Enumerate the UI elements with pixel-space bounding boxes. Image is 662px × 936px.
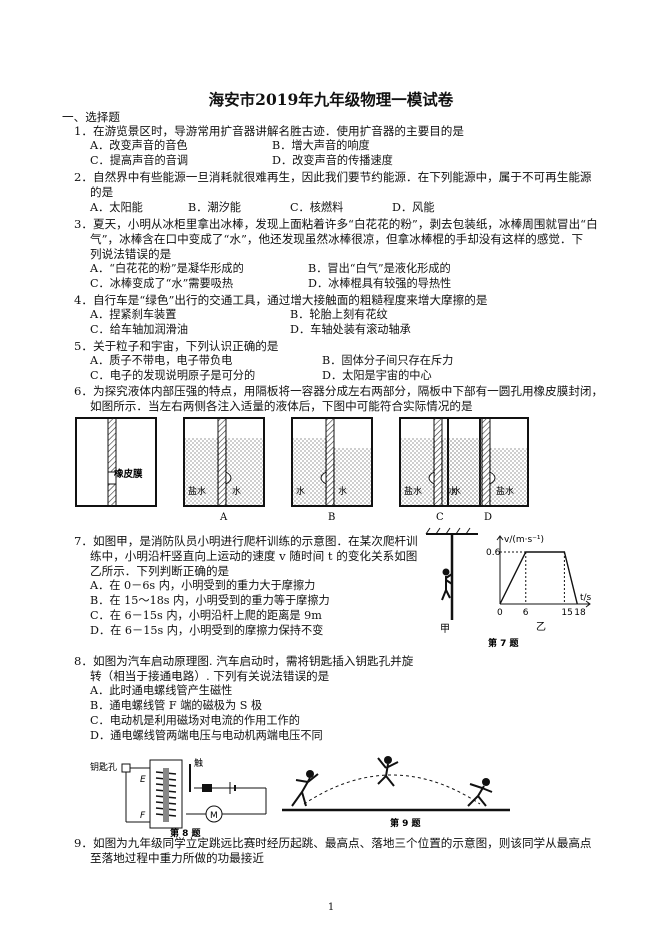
q8-stem-1: 8．如图为汽车启动原理图. 汽车启动时，需将钥匙插入钥匙孔并旋	[74, 654, 414, 668]
q1-option-a: A．改变声音的音色	[90, 139, 188, 152]
x-tick-15: 15	[561, 608, 572, 618]
section-heading: 一、选择题	[62, 110, 120, 124]
q8-option-b: B．通电螺线管 F 端的磁极为 S 极	[90, 699, 263, 712]
q8-circuit-figure: 钥匙孔 E F 触 M 第 8 题	[90, 757, 267, 839]
q6-figure: 橡皮膜 盐水 水 A 水 水 B 盐水 水 C	[75, 417, 529, 523]
q7-caption: 第 7 题	[488, 637, 520, 649]
q8-caption: 第 8 题	[170, 827, 202, 839]
q3-option-d: D．冰棒棍具有较强的导热性	[308, 277, 452, 290]
q2-stem-1: 2．自然界中有些能源一旦消耗就很难再生，因此我们要节约能源．在下列能源中，属于不…	[74, 170, 592, 184]
q8-option-c: C．电动机是利用磁场对电流的作用工作的	[90, 714, 300, 727]
q5-option-b: B．固体分子间只存在斥力	[322, 354, 454, 367]
page-number: 1	[327, 902, 335, 913]
q8-option-a: A．此时通电螺线管产生磁性	[90, 684, 233, 697]
q3-option-b: B．冒出“白气”是液化形成的	[308, 262, 451, 275]
y-axis-label: v/(m·s⁻¹)	[504, 535, 544, 545]
q2-option-b: B．潮汐能	[188, 201, 241, 214]
q8-option-d: D．通电螺线管两端电压与电动机两端电压不同	[90, 729, 323, 742]
q7-vt-chart: v/(m·s⁻¹) t/s 0.6 0 6 15 18 乙 第 7 题	[486, 535, 592, 649]
q5-option-d: D．太阳是宇宙的中心	[322, 369, 432, 382]
x-tick-18: 18	[574, 608, 586, 618]
c-left-label: 盐水	[404, 485, 422, 497]
f-label: F	[140, 811, 146, 821]
q6-stem-1: 6．为探究液体内部压强的特点，用隔板将一容器分成左右两部分，隔板中下部有一圆孔用…	[74, 384, 604, 398]
q7-stem-3: 乙所示．下列判断正确的是	[90, 564, 230, 578]
b-left-label: 水	[296, 485, 305, 497]
container-d: 水 盐水 D	[447, 417, 529, 523]
q5-option-c: C．电子的发现说明原子是可分的	[90, 369, 256, 382]
x-tick-6: 6	[523, 608, 529, 618]
q9-stem-2: 至落地过程中重力所做的功最接近	[90, 851, 264, 865]
q7-option-b: B．在 15～18s 内，小明受到的重力等于摩擦力	[90, 594, 330, 607]
q7-option-c: C．在 6－15s 内，小明沿杆上爬的距离是 9m	[90, 609, 322, 622]
d-left-label: 水	[452, 485, 461, 497]
q4-option-b: B．轮胎上刻有花纹	[290, 308, 388, 321]
yi-label: 乙	[536, 621, 546, 633]
e-label: E	[140, 775, 146, 785]
container-a: 盐水 水 A	[183, 417, 265, 523]
q2-option-c: C．核燃料	[290, 201, 344, 214]
q1-option-b: B．增大声音的响度	[272, 139, 370, 152]
q4-option-c: C．给车轴加润滑油	[90, 323, 189, 336]
q3-option-a: A．“白花花的粉”是凝华形成的	[90, 262, 244, 275]
container-b: 水 水 B	[291, 417, 373, 523]
container-original: 橡皮膜	[75, 417, 157, 507]
q7-stem-1: 7．如图甲，是消防队员小明进行爬杆训练的示意图．在某次爬杆训	[74, 534, 418, 548]
q2-stem-2: 的是	[90, 185, 114, 199]
q9-jump-figure: 第 9 题	[282, 756, 510, 829]
q4-option-d: D．车轴处装有滚动轴承	[290, 323, 411, 336]
key-hole-label: 钥匙孔	[90, 761, 117, 773]
rubber-membrane-label: 橡皮膜	[114, 468, 143, 480]
q7-stem-2: 练中，小明沿杆竖直向上运动的速度 v 随时间 t 的变化关系如图	[90, 549, 418, 563]
a-left-label: 盐水	[188, 485, 206, 497]
q1-option-d: D．改变声音的传播速度	[272, 154, 393, 167]
letter-a: A	[219, 512, 228, 523]
q7-figure-jia: 甲	[425, 527, 478, 635]
letter-c: C	[436, 512, 444, 523]
contact-label: 触	[194, 757, 203, 769]
q2-option-d: D．风能	[392, 201, 435, 214]
q4-option-a: A．捏紧刹车装置	[90, 308, 177, 321]
x-axis-label: t/s	[580, 593, 592, 603]
q3-stem-3: 列说法错误的是	[90, 247, 172, 261]
q9-caption: 第 9 题	[390, 817, 422, 829]
q4-stem: 4．自行车是“绿色”出行的交通工具，通过增大接触面的粗糙程度来增大摩擦的是	[74, 293, 488, 307]
q8-stem-2: 转（相当于接通电路）. 下列有关说法错误的是	[90, 669, 330, 683]
q3-option-c: C．冰棒变成了“水”需要吸热	[90, 277, 234, 290]
q3-stem-1: 3．夏天，小明从冰柜里拿出冰棒，发现上面粘着许多“白花花的粉”，剥去包装纸，冰棒…	[74, 217, 598, 231]
y-tick-0-6: 0.6	[486, 548, 501, 558]
exam-title: 海安市2019年九年级物理一模试卷	[208, 90, 454, 109]
letter-b: B	[328, 512, 335, 523]
q1-stem: 1．在游览景区时，导游常用扩音器讲解名胜古迹．使用扩音器的主要目的是	[74, 124, 464, 138]
q9-stem-1: 9．如图为九年级同学立定跳远比赛时经历起跳、最高点、落地三个位置的示意图，则该同…	[74, 836, 592, 850]
d-right-label: 盐水	[496, 485, 514, 497]
q2-option-a: A．太阳能	[90, 201, 143, 214]
velocity-series-line	[499, 551, 578, 605]
a-right-label: 水	[232, 485, 241, 497]
letter-d: D	[484, 512, 492, 523]
q5-stem: 5．关于粒子和宇宙，下列认识正确的是	[74, 339, 279, 353]
q1-option-c: C．提高声音的音调	[90, 154, 189, 167]
q6-stem-2: 如图所示．当左右两侧各注入适量的液体后，下图中可能符合实际情况的是	[90, 399, 473, 413]
q7-option-d: D．在 6－15s 内，小明受到的摩擦力保持不变	[90, 624, 324, 637]
q5-option-a: A．质子不带电，电子带负电	[90, 354, 233, 367]
x-tick-0: 0	[497, 608, 503, 618]
q3-stem-2: 气”，冰棒含在口中变成了“水”，他还发现虽然冰棒很凉，但拿冰棒棍的手却没有这样的…	[90, 232, 584, 246]
q7-option-a: A．在 0－6s 内，小明受到的重力大于摩擦力	[90, 579, 316, 592]
motor-label: M	[210, 811, 218, 821]
jia-label: 甲	[440, 624, 450, 635]
b-right-label: 水	[338, 485, 347, 497]
